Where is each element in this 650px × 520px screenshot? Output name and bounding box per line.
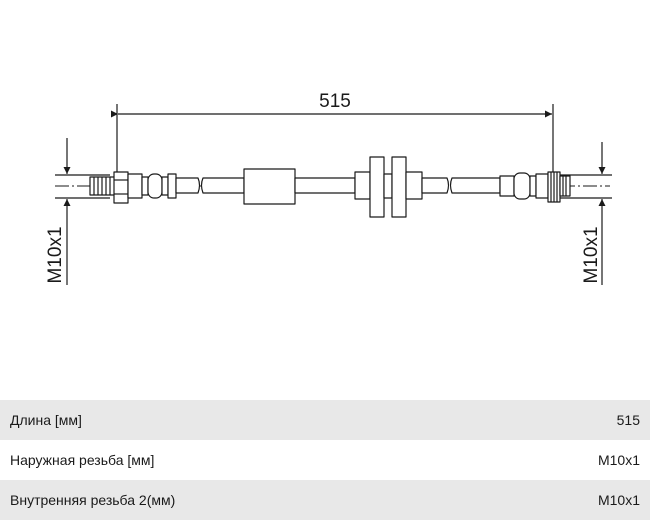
brake-hose bbox=[89, 156, 571, 218]
right-thread-label: M10x1 bbox=[581, 226, 602, 283]
spec-label: Внутренняя резьба 2(мм) bbox=[0, 480, 487, 520]
mounting-bracket bbox=[354, 156, 423, 218]
spec-value: M10x1 bbox=[597, 452, 640, 468]
spec-value: 515 bbox=[486, 400, 650, 440]
spec-table: Длина [мм] 515 Наружная резьба [мм] M10x… bbox=[0, 400, 650, 520]
left-male-fitting bbox=[89, 171, 177, 204]
spec-row-length: Длина [мм] 515 bbox=[0, 400, 650, 440]
right-female-fitting bbox=[499, 171, 571, 203]
hose-technical-drawing: 515 M10x1 M10x1 bbox=[45, 91, 612, 285]
hose-break-left bbox=[200, 177, 245, 194]
protective-sleeve bbox=[243, 168, 296, 205]
spec-label: Наружная резьба [мм] bbox=[10, 452, 155, 468]
left-thread-label: M10x1 bbox=[45, 226, 66, 283]
spec-row-male-thread: Наружная резьба [мм] M10x1 bbox=[0, 440, 650, 480]
hose-segment-left bbox=[175, 177, 201, 194]
hose-segment-right bbox=[421, 177, 450, 194]
hose-segment-middle bbox=[294, 177, 356, 194]
spec-label: Длина [мм] bbox=[0, 400, 487, 440]
right-thread-dimension bbox=[560, 142, 612, 285]
hose-break-right bbox=[449, 177, 501, 194]
spec-value: M10x1 bbox=[486, 480, 650, 520]
length-label: 515 bbox=[319, 91, 351, 112]
left-thread-dimension bbox=[55, 138, 110, 285]
length-dimension bbox=[111, 104, 554, 172]
spec-row-female-thread: Внутренняя резьба 2(мм) M10x1 bbox=[0, 480, 650, 520]
